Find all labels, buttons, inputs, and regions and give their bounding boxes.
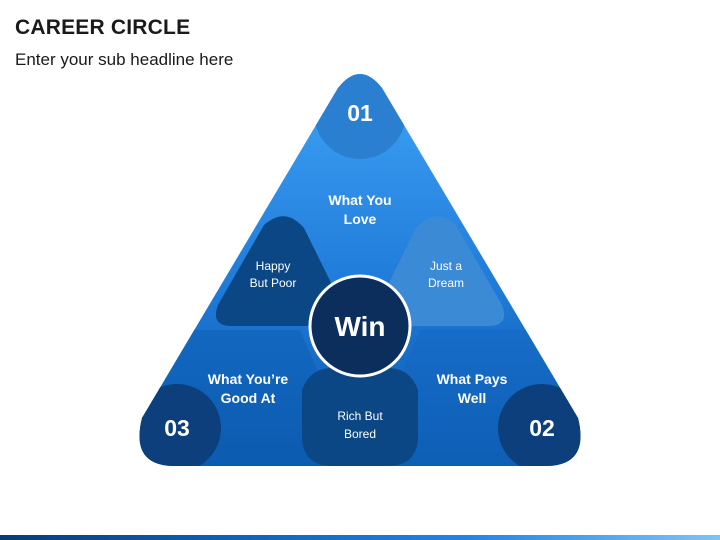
corner-label-03-line1: What You’re (208, 371, 289, 387)
corner-label-02-line2: Well (458, 390, 487, 406)
corner-label-01-line2: Love (344, 211, 377, 227)
page-title: CAREER CIRCLE (15, 16, 191, 39)
overlap-label-rich-line1: Rich But (337, 409, 383, 423)
overlap-rich-but-bored (302, 368, 418, 466)
page-subtitle: Enter your sub headline here (15, 50, 234, 69)
overlap-label-dream-line1: Just a (430, 259, 462, 273)
overlap-just-a-dream (376, 216, 505, 326)
corner-label-02-line1: What Pays (437, 371, 508, 387)
corner-label-03-line2: Good At (221, 390, 276, 406)
corner-number-03: 03 (164, 415, 190, 441)
corner-badge-01 (314, 74, 406, 159)
overlap-happy-but-poor (215, 216, 344, 326)
corner-number-02: 02 (529, 415, 555, 441)
corner-number-01: 01 (347, 100, 373, 126)
overlap-label-happy-line1: Happy (256, 259, 291, 273)
corner-badge-03 (139, 384, 221, 466)
bottom-accent-bar (0, 535, 720, 540)
corner-badge-02 (498, 384, 581, 466)
center-label: Win (334, 311, 385, 342)
center-circle (308, 274, 412, 378)
overlap-label-dream-line2: Dream (428, 276, 464, 290)
overlap-label-rich-line2: Bored (344, 427, 376, 441)
corner-label-01-line1: What You (328, 192, 391, 208)
overlap-label-happy-line2: But Poor (250, 276, 297, 290)
